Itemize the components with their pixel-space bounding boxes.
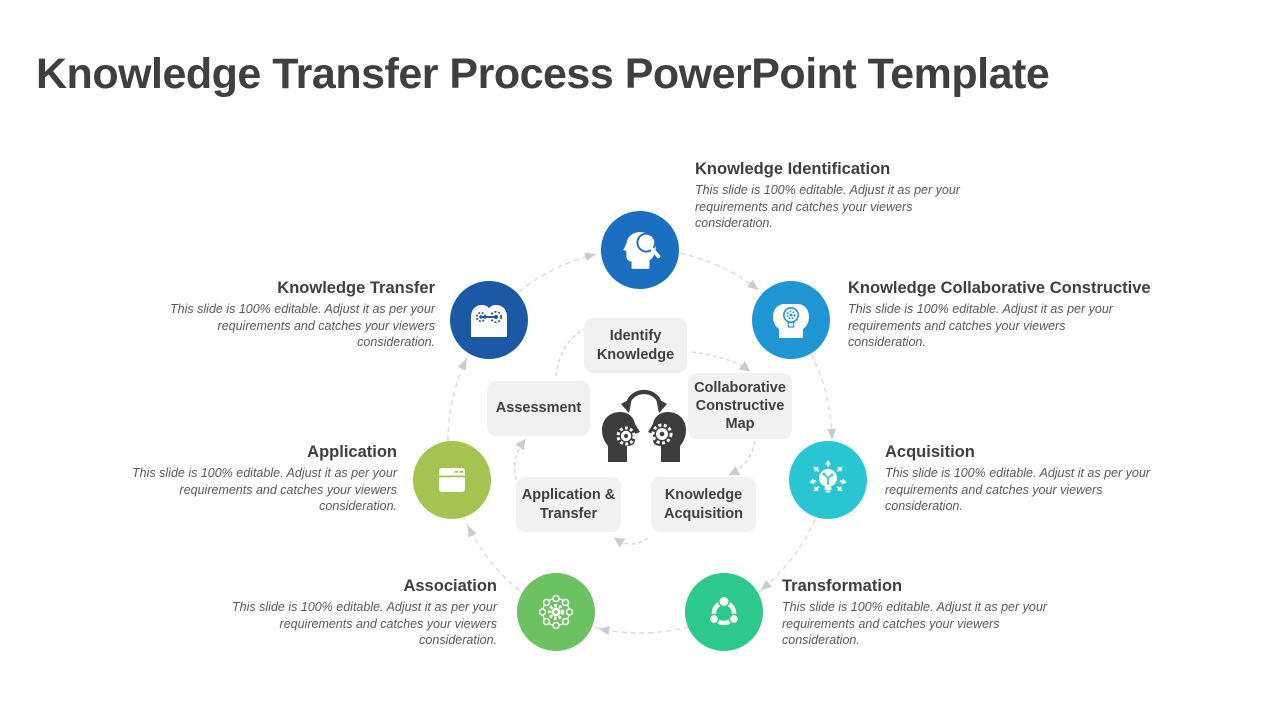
right-gear [651,423,673,445]
share-nodes-icon [708,595,740,626]
node-description: This slide is 100% editable. Adjust it a… [695,183,960,230]
node-description: This slide is 100% editable. Adjust it a… [848,302,1113,349]
node-description: This slide is 100% editable. Adjust it a… [885,466,1150,513]
slide-title: Knowledge Transfer Process PowerPoint Te… [36,50,1050,98]
acquisition-node [789,441,867,519]
association-node [517,573,595,651]
node-heading: Acquisition [885,443,975,461]
block-knowledge-transfer: Knowledge Transfer This slide is 100% ed… [163,279,435,351]
node-heading: Knowledge Collaborative Constructive [848,279,1151,297]
knowledge-collaborative-node [752,281,830,359]
node-description: This slide is 100% editable. Adjust it a… [232,600,497,647]
heads-gears-icon [471,305,507,337]
node-heading: Knowledge Transfer [277,279,435,297]
step-knowledge-acquisition: Knowledge Acquisition [651,477,756,532]
node-heading: Application [307,443,397,461]
step-application-transfer: Application & Transfer [516,477,621,532]
node-heading: Transformation [782,577,903,595]
step-identify-knowledge: Identify Knowledge [584,318,687,373]
app-window-icon [439,468,465,492]
node-description: This slide is 100% editable. Adjust it a… [782,600,1047,647]
block-transformation: Transformation This slide is 100% editab… [782,577,1054,649]
outer-arrowheads [457,252,837,636]
knowledge-transfer-node [450,281,528,359]
knowledge-identification-node [601,211,679,289]
minds-gears-exchange-icon [602,389,686,462]
block-association: Association This slide is 100% editable.… [225,577,497,649]
lightbulb-rays-icon [809,460,847,493]
block-acquisition: Acquisition This slide is 100% editable.… [885,443,1157,515]
head-magnifier-icon [623,232,661,269]
node-description: This slide is 100% editable. Adjust it a… [132,466,397,513]
block-application: Application This slide is 100% editable.… [125,443,397,515]
heads-idea-bulb-icon [773,304,809,338]
rays [809,460,847,492]
application-node [413,441,491,519]
node-description: This slide is 100% editable. Adjust it a… [170,302,435,349]
gear-network-icon [538,594,574,630]
left-gear [616,426,636,446]
step-collaborative-constructive-map: Collaborative Constructive Map [688,373,792,439]
transformation-node [685,573,763,651]
step-assessment: Assessment [487,381,590,436]
node-heading: Association [403,577,497,595]
block-knowledge-collaborative: Knowledge Collaborative Constructive Thi… [848,279,1151,351]
node-heading: Knowledge Identification [695,160,891,178]
block-knowledge-identification: Knowledge Identification This slide is 1… [695,160,967,232]
